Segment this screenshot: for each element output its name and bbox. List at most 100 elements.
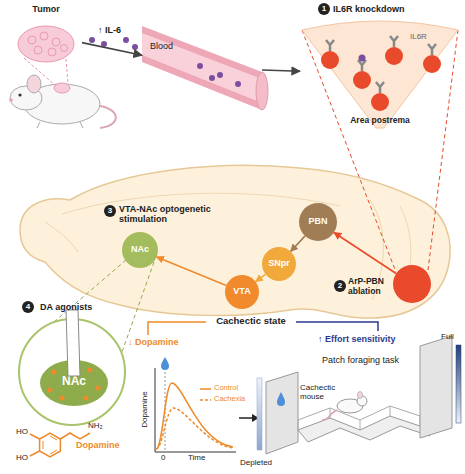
vessel-shape-part <box>197 63 241 87</box>
axis-tick: 0 <box>161 453 165 462</box>
flow-arrow <box>239 417 253 419</box>
node-title: Tumor <box>10 4 82 14</box>
tumor-shape-part <box>18 26 74 62</box>
area-postrema-circle: ArP-PBN ablation <box>393 265 431 303</box>
connector-arrow <box>157 257 227 286</box>
mouse-ear <box>27 75 41 93</box>
forager-tail <box>322 410 337 420</box>
wedge-shape-part <box>321 51 339 69</box>
il6-dots <box>89 37 138 50</box>
brain-region-circle: NAc <box>122 232 158 268</box>
node-title: Blood <box>150 41 173 51</box>
patch-wall <box>266 372 298 454</box>
chemical-group: HO <box>16 427 28 436</box>
step-title: DA agonists <box>40 302 92 312</box>
olfactory-contour <box>45 222 78 252</box>
vessel-shape-part <box>142 33 262 103</box>
wedge-shape-part <box>358 60 366 71</box>
brain-shape <box>20 165 450 318</box>
axis-label: Time <box>188 453 205 462</box>
chemical-group: HO <box>16 453 28 462</box>
il6-dot <box>132 44 138 50</box>
forager-ear <box>358 392 363 399</box>
foraging-track <box>257 336 461 454</box>
benzene-ring <box>40 433 61 457</box>
bar-end-label: Depleted <box>240 458 272 467</box>
callout-number: 4 <box>22 301 34 313</box>
dopamine-dots-part-part <box>84 396 89 401</box>
effect-label: ↑ Effort sensitivity <box>318 334 396 344</box>
node-title: Area postrema <box>320 116 440 126</box>
connector-arrow <box>256 274 266 281</box>
wedge-shape-part <box>423 55 441 73</box>
il6-dot <box>89 37 95 43</box>
state-heading: Cachectic state <box>206 316 296 327</box>
dopamine-dots-part-part <box>72 366 76 370</box>
connector-arrow <box>334 233 396 274</box>
edge-label: ↑ IL-6 <box>98 25 121 35</box>
tumor-shape-part-part <box>34 46 42 54</box>
tumor-shape-part-part <box>52 38 60 46</box>
vessel-shape-part-part <box>209 75 215 81</box>
bracket-line <box>296 322 378 331</box>
drop-icon <box>161 357 169 370</box>
region-name: SNpr <box>262 258 296 268</box>
wedge-shape-part <box>376 82 384 93</box>
connector-arrow <box>262 70 300 71</box>
region-name: NAc <box>122 244 158 254</box>
connector-arrow <box>82 43 142 56</box>
mouse-tail <box>100 106 116 128</box>
legend-text: Cachexia <box>214 395 245 404</box>
connector-arrow <box>291 236 306 252</box>
dopamine-dots-part-part <box>96 386 101 391</box>
effect-label: ↓ Dopamine <box>128 337 179 347</box>
tumor-node: Tumor <box>10 4 82 66</box>
patch-wall <box>420 336 452 438</box>
plot-axes <box>155 368 236 452</box>
legend-line-sample <box>200 399 211 401</box>
tumor-shape-part-part <box>28 36 36 44</box>
il6-dot <box>101 41 107 47</box>
legend-line-sample <box>200 388 211 390</box>
infusion-probe <box>20 320 128 428</box>
cachexia-curve <box>156 408 233 449</box>
vessel-shape-part-part <box>197 63 203 69</box>
step-title: VTA-NAc optogenetic stimulation <box>119 204 223 225</box>
axis-label: Dopamine <box>140 377 149 443</box>
water-drop <box>277 392 285 406</box>
vessel-shape-part <box>142 26 262 110</box>
wedge-shape-part <box>390 36 398 47</box>
tumor-shape-part <box>28 32 68 56</box>
brain-region-circle: SNpr <box>262 247 296 281</box>
wedge-shape-part <box>428 44 436 55</box>
mouse-nose <box>9 98 13 102</box>
brain-region-circle: VTA <box>225 275 259 309</box>
callout-number: 2 <box>334 280 346 292</box>
depleted-bar <box>257 378 262 450</box>
mouse-feet <box>37 122 83 128</box>
region-name: VTA <box>225 286 259 296</box>
wedge-shape-part <box>326 40 334 51</box>
molecule-name: Dopamine <box>76 440 120 450</box>
area-postrema-wedge: IL6RArea postrema <box>300 18 460 130</box>
vessel-shape <box>142 26 262 110</box>
region-name: PBN <box>299 216 337 226</box>
vessel-shape-part-part <box>217 72 223 78</box>
region-name: NAc <box>40 375 108 389</box>
bracket-line <box>148 322 206 335</box>
dopamine-dots-part-part <box>48 388 53 393</box>
brain-region-circle: PBN <box>299 203 337 241</box>
blood-vessel: Blood <box>142 26 262 110</box>
vessel-shape-part-part <box>235 81 241 87</box>
callout-number: 1 <box>318 3 330 15</box>
legend-text: Control <box>214 384 238 393</box>
step-title: IL6R knockdown <box>333 4 405 14</box>
dopamine-dots-part-part <box>88 368 93 373</box>
animal-label: Cachectic mouse <box>300 383 340 401</box>
wedge-shape-part <box>371 93 389 111</box>
mouse-tumor <box>54 83 70 93</box>
bar-end-label: Full <box>441 332 454 341</box>
magnified-nac-circle: NAcDA agonists <box>18 318 126 426</box>
dopamine-dots-part-part <box>60 396 65 401</box>
